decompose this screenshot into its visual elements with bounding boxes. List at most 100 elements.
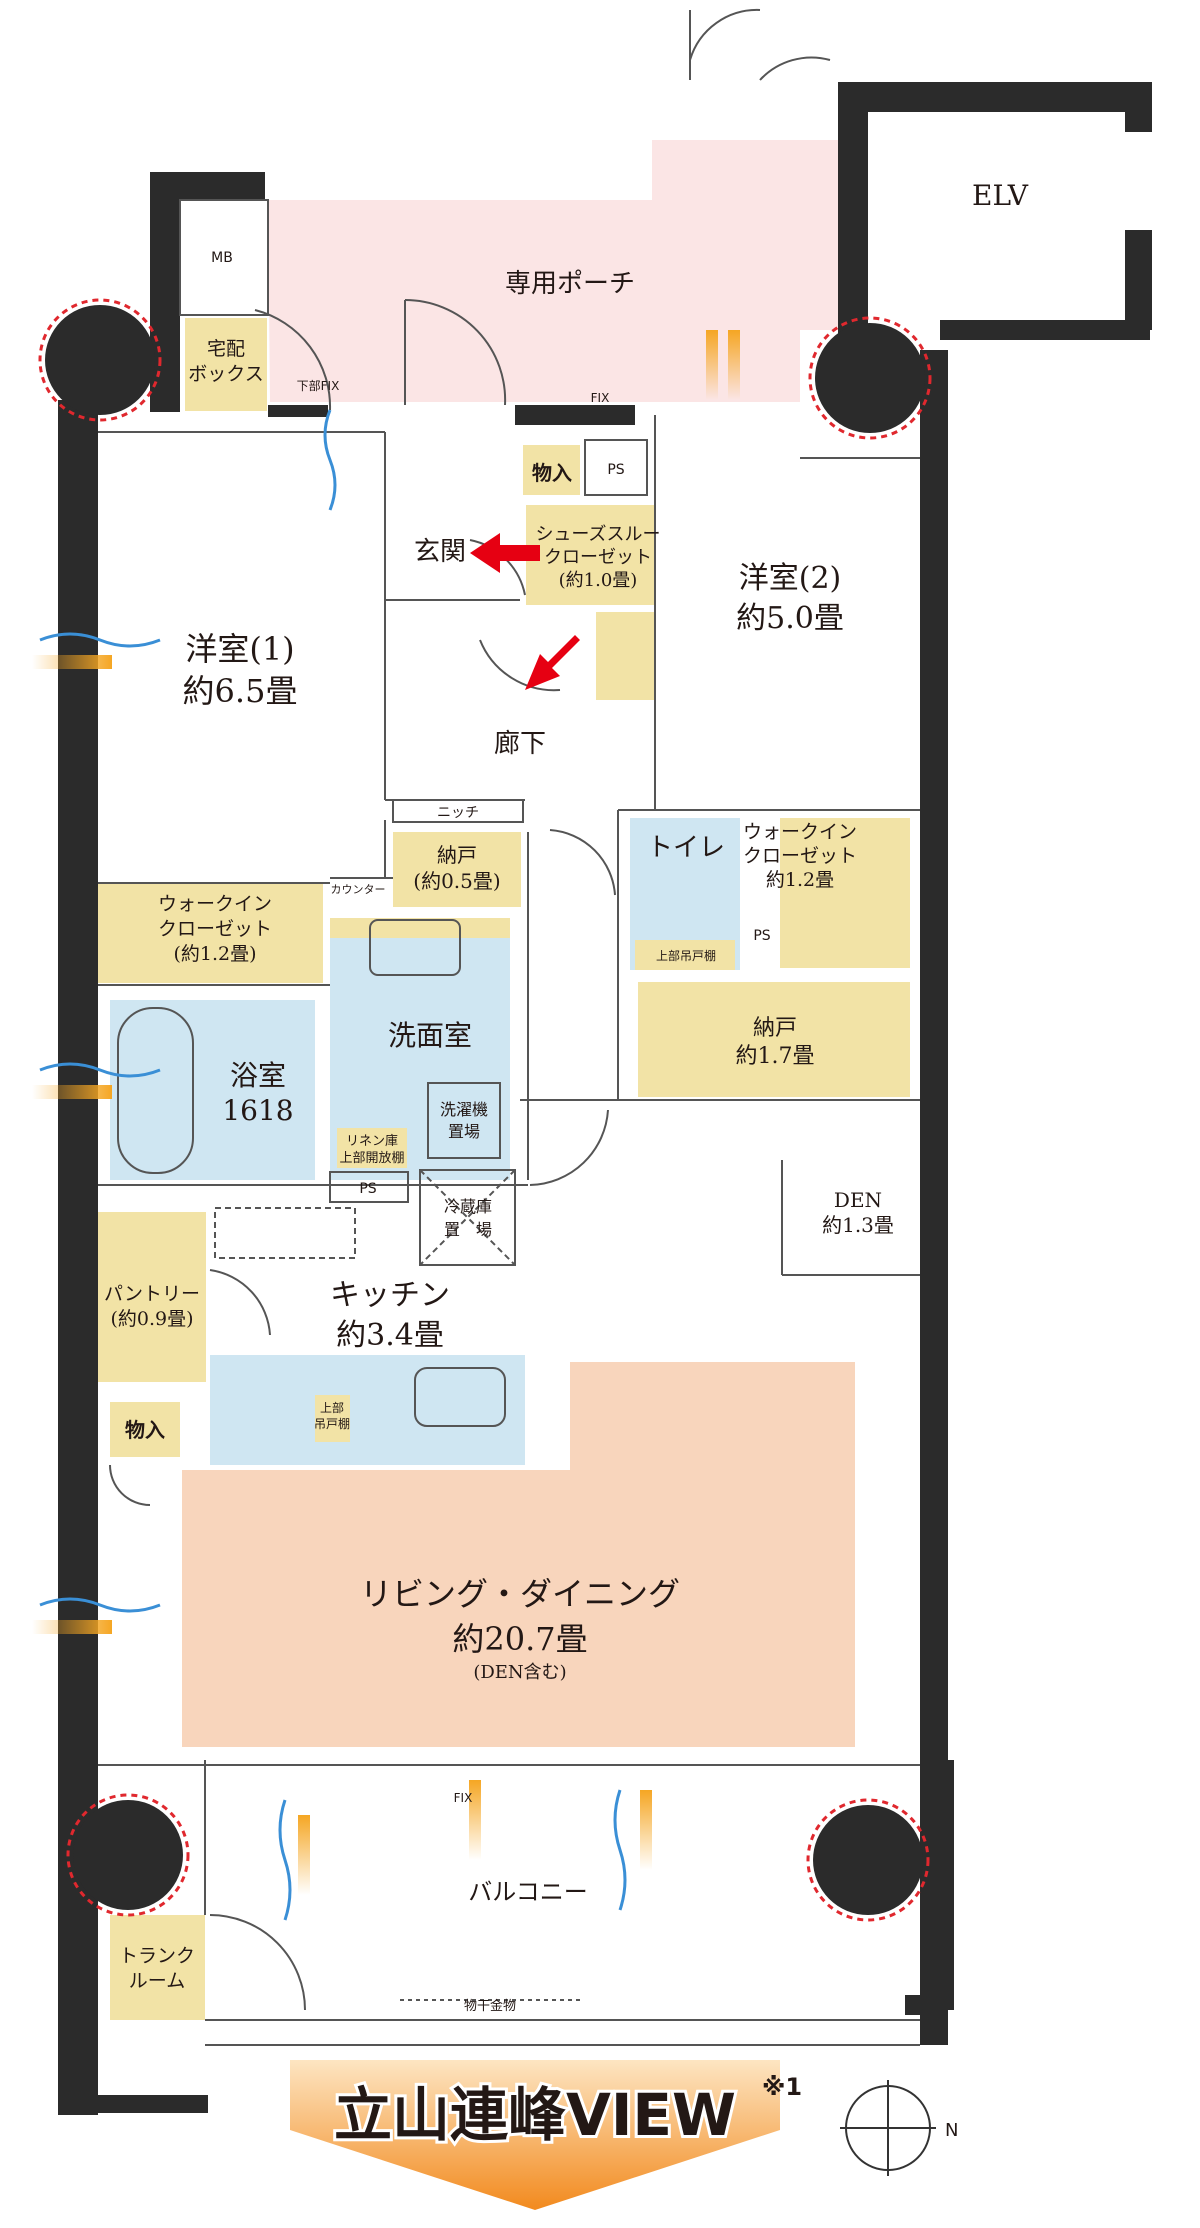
pantry-label-2: (約0.9畳): [110, 1308, 193, 1330]
bath-fill: [110, 1000, 315, 1180]
kitchen-sink: [414, 1367, 506, 1427]
banner-text: 立山連峰VIEW: [334, 2081, 736, 2149]
living-fill: [182, 1362, 855, 1747]
storeroom-small-fill: [393, 832, 521, 907]
mb-label: MB: [211, 250, 233, 266]
ventilation-marks: [32, 330, 740, 1921]
compass: N: [840, 2080, 958, 2176]
shoe-closet-label-3: (約1.0畳): [559, 570, 638, 591]
bath-label-2: 1618: [222, 1094, 293, 1127]
column-top-left-ring: [38, 298, 162, 422]
arrow-down-left-icon: [525, 635, 580, 690]
banner-note: ※1: [762, 2073, 802, 2101]
delivery-box-label-2: ボックス: [188, 363, 263, 385]
mb-box: [179, 199, 269, 316]
trunk-room-label-2: ルーム: [129, 1970, 185, 1992]
laundry-rack-label: 物干金物: [464, 1998, 516, 2014]
wall-elv-top: [852, 82, 1152, 112]
view-banner: 立山連峰VIEW ※1: [290, 2060, 802, 2210]
storeroom-small-label-2: (約0.5畳): [413, 869, 500, 893]
balcony-label: バルコニー: [468, 1878, 588, 1906]
storeroom-small-label-1: 納戸: [437, 843, 477, 867]
living-label-1: リビング・ダイニング: [360, 1575, 680, 1613]
walls: [58, 82, 1152, 2115]
elv-label: ELV: [972, 179, 1029, 212]
wall-balcony-right: [932, 1760, 954, 2010]
column-top-right: [815, 323, 925, 433]
living-label-2: 約20.7畳: [452, 1620, 587, 1658]
storage-entry-fill: [523, 445, 580, 495]
delivery-box-label-1: 宅配: [207, 338, 245, 360]
den-label-1: DEN: [834, 1188, 882, 1212]
kitchen-label-2: 約3.4畳: [336, 1318, 444, 1353]
western1-label-1: 洋室(1): [185, 630, 294, 668]
labels: ELV 専用ポーチ MB 宅配 ボックス 下部FIX FIX 物入 PS 玄関 …: [104, 179, 1029, 2014]
wic-right-label-3: 約1.2畳: [766, 869, 834, 891]
niche-label: ニッチ: [437, 805, 479, 821]
column-top-right-ring: [808, 316, 932, 440]
wic-left-label-3: (約1.2畳): [173, 943, 256, 965]
wic-right-label-2: クローゼット: [743, 845, 857, 867]
bath-label-1: 浴室: [230, 1059, 286, 1092]
upper-shelf-kitchen-label-2: 吊戸棚: [314, 1416, 350, 1431]
ps-toilet-label: PS: [753, 928, 770, 944]
compass-label: N: [945, 2120, 958, 2141]
washer-label-1: 洗濯機: [440, 1100, 488, 1119]
fix-right-label: FIX: [591, 391, 610, 405]
fix-bottom-label: FIX: [454, 1791, 473, 1805]
upper-shelf-kitchen-fill: [315, 1395, 350, 1442]
wic-left-label-2: クローゼット: [158, 918, 272, 940]
pantry-label-1: パントリー: [104, 1283, 200, 1305]
shoe-closet-label-1: シューズスルー: [535, 524, 660, 545]
wall-elv-bottom: [940, 320, 1150, 340]
wic-right-label-1: ウォークイン: [743, 821, 857, 843]
trunk-room-label-1: トランク: [119, 1945, 195, 1967]
storeroom-large-label-2: 約1.7畳: [736, 1044, 815, 1069]
elv-fill: [900, 140, 1100, 260]
wic-left-label-1: ウォークイン: [158, 893, 272, 915]
kitchen-cabinet-dash: [214, 1207, 356, 1259]
toilet-label: トイレ: [647, 833, 725, 863]
wall-mb-left: [150, 172, 180, 412]
niche-box: [392, 799, 524, 823]
pantry-fill: [98, 1212, 206, 1382]
wall-elv-right-lower: [1125, 230, 1152, 330]
washer-box: [427, 1082, 501, 1159]
western2-label-2: 約5.0畳: [736, 601, 844, 636]
shoe-closet-fill-2: [596, 612, 656, 700]
wic-left-fill: [98, 883, 323, 983]
column-bottom-right: [813, 1805, 923, 1915]
upper-shelf-kitchen-label-1: 上部: [320, 1400, 344, 1415]
linen-fill: [337, 1128, 407, 1168]
ps-kitchen-label: PS: [359, 1181, 376, 1197]
wall-porch-bottom: [515, 405, 635, 425]
washroom-label: 洗面室: [388, 1019, 472, 1052]
fridge-label-1: 冷蔵庫: [444, 1197, 492, 1216]
column-bottom-left: [73, 1800, 183, 1910]
kitchen-counter-fill: [210, 1355, 525, 1465]
porch-label: 専用ポーチ: [505, 269, 635, 299]
storage-entry-label: 物入: [532, 461, 572, 485]
counter-label: カウンター: [331, 883, 386, 896]
wic-right-fill: [780, 818, 910, 968]
arrow-left-icon: [470, 533, 540, 573]
toilet-shelf-label: 上部吊戸棚: [656, 948, 716, 963]
kitchen-label-1: キッチン: [330, 1278, 450, 1313]
storage-living-label: 物入: [125, 1418, 165, 1442]
corridor-label: 廊下: [494, 729, 546, 759]
washer-label-2: 置場: [448, 1122, 480, 1141]
column-bottom-right-ring: [806, 1798, 930, 1922]
western1-label-2: 約6.5畳: [183, 672, 298, 710]
room-fills: [98, 140, 1100, 2020]
linen-label-2: 上部開放棚: [339, 1151, 404, 1166]
banner-arrow: [290, 2060, 780, 2210]
washroom-top-fill: [330, 918, 510, 938]
columns: [38, 298, 932, 1922]
fridge-label-2: 置 場: [444, 1220, 492, 1239]
linen-label-1: リネン庫: [346, 1134, 398, 1149]
lower-fix-label: 下部FIX: [297, 378, 340, 393]
partitions: [98, 199, 920, 2046]
ps-kitchen-box: [329, 1171, 409, 1203]
wall-bottom-left: [58, 2095, 208, 2113]
